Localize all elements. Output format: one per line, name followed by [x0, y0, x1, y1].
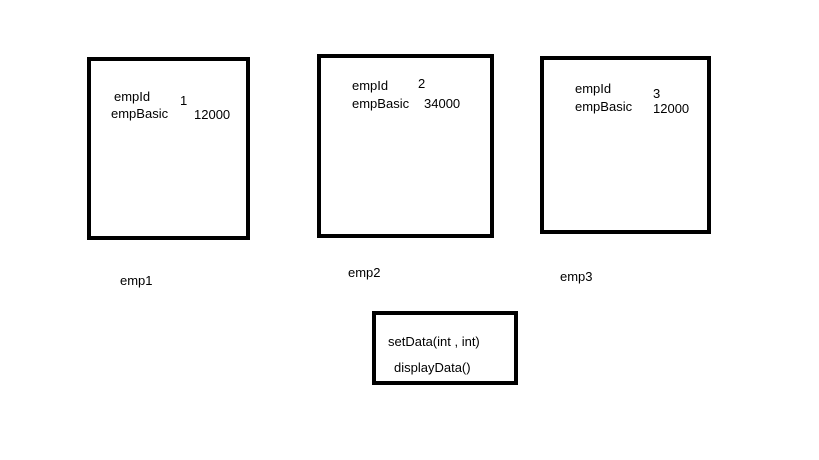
field-value-empbasic: 12000 [653, 101, 690, 116]
field-name-empbasic: empBasic [575, 99, 633, 114]
field-value-empbasic: 34000 [424, 96, 461, 111]
object-box-emp2 [317, 54, 494, 238]
field-value-empid: 3 [653, 86, 661, 101]
object-box-emp3 [540, 56, 711, 234]
object-caption-emp2: emp2 [348, 265, 381, 280]
object-box-emp1 [87, 57, 250, 240]
field-value-empbasic: 12000 [194, 107, 231, 122]
object-caption-emp3: emp3 [560, 269, 593, 284]
method-setdata: setData(int , int) [388, 334, 480, 349]
field-value-empid: 1 [180, 93, 188, 108]
field-name-empbasic: empBasic [111, 106, 169, 121]
field-value-empid: 2 [418, 76, 426, 91]
method-displaydata: displayData() [394, 360, 471, 375]
object-caption-emp1: emp1 [120, 273, 153, 288]
field-name-empid: empId [352, 78, 389, 93]
field-name-empid: empId [114, 89, 151, 104]
field-name-empbasic: empBasic [352, 96, 410, 111]
field-name-empid: empId [575, 81, 612, 96]
methods-box [372, 311, 518, 385]
